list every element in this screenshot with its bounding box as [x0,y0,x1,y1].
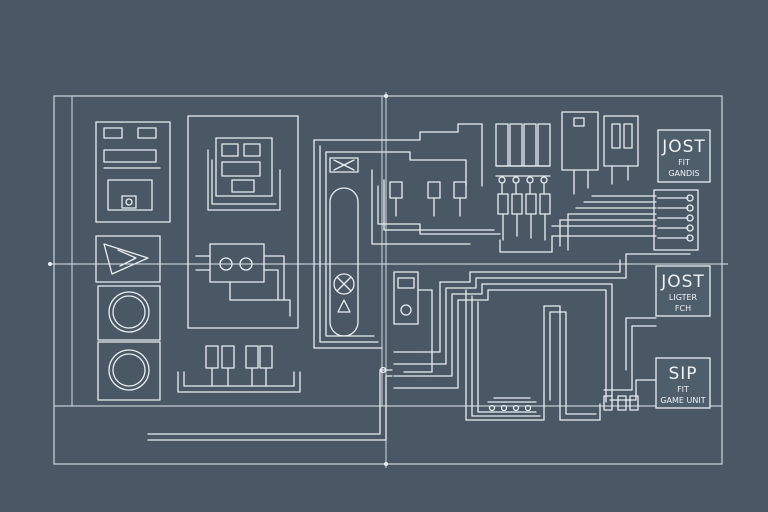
connector-bundle [393,253,691,403]
label-box-1-title: JOST [661,137,706,157]
label-box-3-line1: FIT [677,385,689,394]
component-triangle [95,235,161,283]
gauge-2 [97,341,161,401]
label-box-2-line2: FCH [675,304,691,313]
controller-panel [187,115,299,329]
label-box-3-line2: GAME UNIT [660,396,705,405]
label-box-1-line2: GANDIS [668,169,699,178]
label-box-3-title: SIP [668,364,697,384]
valve-group [371,169,501,245]
terminal-strip [499,189,699,253]
panel-unit-right [561,111,639,195]
gauge-1 [97,285,161,341]
relay-block [195,243,291,317]
label-box-1-line1: FIT [678,158,690,167]
label-box-2-title: JOST [660,272,705,292]
sensor-unit [393,271,433,373]
label-box-3: SIP FIT GAME UNIT [655,357,711,409]
label-box-2: JOST LIGTER FCH [655,265,711,317]
left-panel [95,121,171,223]
label-box-2-line1: LIGTER [669,293,698,302]
feeder-wire [147,366,393,441]
tank-section [313,123,483,349]
breaker-row-left [177,345,301,393]
breaker-rack [495,123,551,241]
bottom-harness [465,289,657,421]
label-box-1: JOST FIT GANDIS [657,129,711,183]
